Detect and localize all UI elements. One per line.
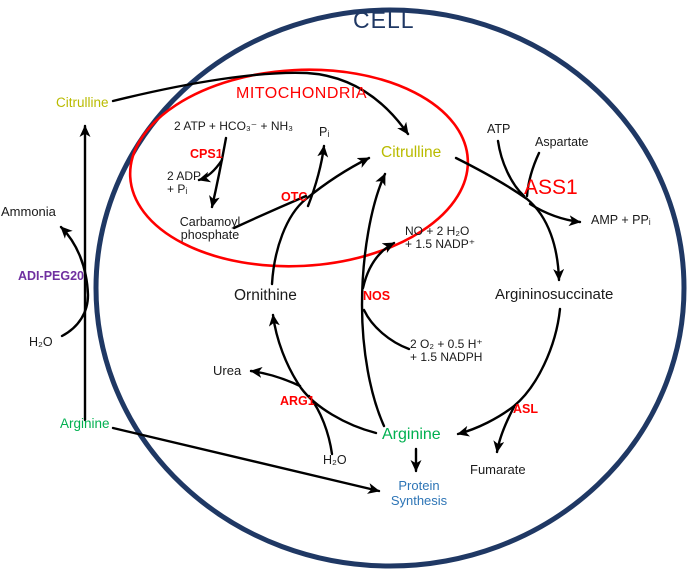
- cofactors-cps1-substrates: 2 ATP + HCO₃⁻ + NH₃: [174, 119, 294, 133]
- cofactors-nos-products: NO + 2 H₂O + 1.5 NADP⁺: [405, 224, 476, 252]
- metabolite-urea: Urea: [213, 363, 242, 378]
- metabolite-carbamoyl-phosphate: Carbamoyl phosphate: [179, 215, 241, 243]
- process-protein-synthesis: Protein Synthesis: [390, 478, 448, 509]
- cofactors-amp-ppi: AMP + PPᵢ: [591, 213, 651, 227]
- arrow-cps1-adp-branch: [197, 158, 224, 183]
- arrow-otc-ornithine-to-citrulline: [270, 156, 371, 286]
- cell-title: CELL: [353, 7, 415, 33]
- cofactor-aspartate: Aspartate: [535, 135, 589, 149]
- mitochondria-ellipse: [128, 68, 470, 268]
- metabolite-ornithine: Ornithine: [234, 287, 297, 304]
- metabolite-fumarate: Fumarate: [470, 462, 526, 477]
- enzyme-asl: ASL: [513, 402, 538, 416]
- cell-membrane-ellipse: [93, 7, 687, 569]
- cofactors-nos-substrates: 2 O₂ + 0.5 H⁺ + 1.5 NADPH: [410, 337, 483, 365]
- line-atp-join: [496, 139, 526, 198]
- metabolite-arginine-outer: Arginine: [60, 416, 110, 431]
- arrow-h2o-to-ammonia-branch: [59, 225, 90, 338]
- enzyme-cps1: CPS1: [190, 147, 223, 161]
- line-arg1-h2o-join: [307, 394, 334, 456]
- metabolite-citrulline-outer: Citrulline: [56, 95, 109, 110]
- arrow-asl-fumarate-branch: [493, 405, 516, 454]
- line-nos-o2-join: [362, 308, 411, 351]
- metabolite-argininosuccinate: Argininosuccinate: [495, 286, 614, 303]
- arrow-citrulline-transport: [111, 71, 410, 136]
- cofactor-pi: Pᵢ: [319, 125, 330, 139]
- cofactor-atp: ATP: [487, 122, 511, 136]
- cofactor-h2o-center: H₂O: [323, 453, 347, 467]
- enzyme-nos: NOS: [363, 289, 391, 303]
- arrow-nos-arginine-to-citrulline: [360, 172, 387, 428]
- enzyme-otc: OTC: [281, 190, 308, 204]
- enzyme-ass1: ASS1: [524, 176, 578, 199]
- mitochondria-title: MITOCHONDRIA: [236, 85, 368, 102]
- arrow-ass1-citrulline-to-argininosuccinate: [454, 156, 565, 282]
- line-aspartate-join: [525, 151, 541, 198]
- metabolite-arginine-inner: Arginine: [382, 426, 441, 443]
- arrow-arginine-to-protein-synthesis: [111, 426, 381, 494]
- cofactors-cps1-byproducts: 2 ADP + Pᵢ: [167, 169, 202, 196]
- arrow-otc-pi-branch: [306, 144, 329, 208]
- arrow-asl-to-arginine: [456, 307, 562, 437]
- arrow-cps1-to-carbamoyl: [209, 136, 228, 209]
- metabolite-citrulline-inner: Citrulline: [381, 144, 442, 161]
- arrow-arg1-arginine-to-ornithine: [268, 313, 378, 435]
- metabolite-ammonia: Ammonia: [1, 204, 56, 219]
- line-carbamoyl-join: [232, 194, 308, 230]
- arrow-ass1-amp-branch: [528, 202, 582, 227]
- arrow-arg1-urea-branch: [249, 367, 302, 388]
- enzyme-arg1: ARG1: [280, 394, 315, 408]
- drug-adi-peg20: ADI-PEG20: [18, 269, 84, 283]
- metabolite-h2o-left: H₂O: [29, 335, 53, 349]
- arrow-nos-no-branch: [361, 241, 396, 290]
